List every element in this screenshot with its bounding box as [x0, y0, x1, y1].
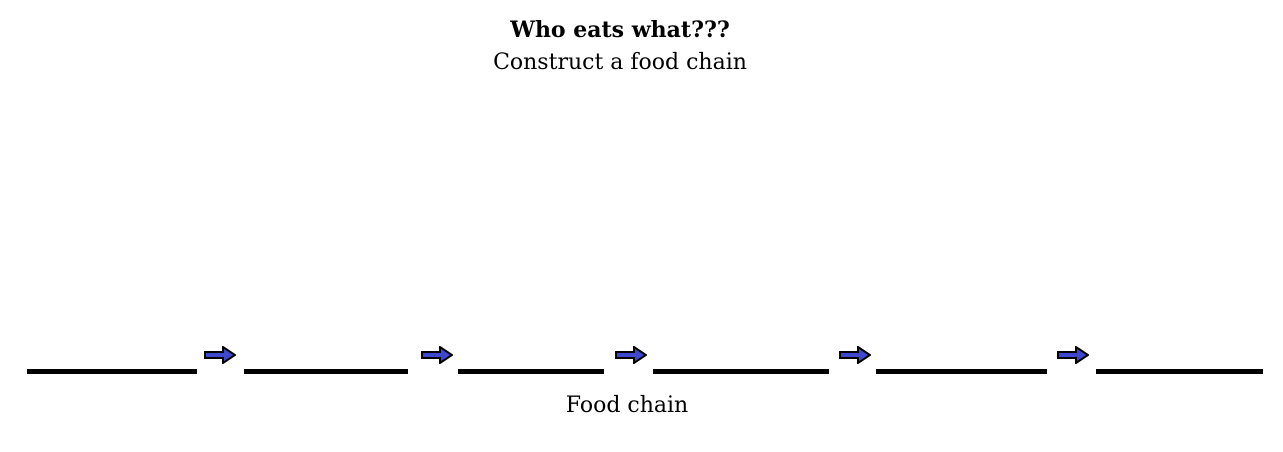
food-chain-blank-4[interactable]: [653, 369, 829, 374]
right-arrow-icon: [1057, 346, 1089, 364]
right-arrow-icon: [615, 346, 647, 364]
right-arrow-icon: [204, 346, 236, 364]
food-chain-caption: Food chain: [565, 393, 689, 418]
food-chain-blank-2[interactable]: [244, 369, 408, 374]
food-chain-blank-1[interactable]: [27, 369, 197, 374]
food-chain-blank-5[interactable]: [876, 369, 1047, 374]
page-subtitle: Construct a food chain: [493, 50, 747, 75]
right-arrow-icon: [421, 346, 453, 364]
page-title: Who eats what???: [510, 17, 730, 43]
food-chain-blank-6[interactable]: [1096, 369, 1263, 374]
food-chain-blank-3[interactable]: [458, 369, 604, 374]
worksheet-header: Who eats what??? Construct a food chain: [0, 17, 1240, 76]
right-arrow-icon: [839, 346, 871, 364]
